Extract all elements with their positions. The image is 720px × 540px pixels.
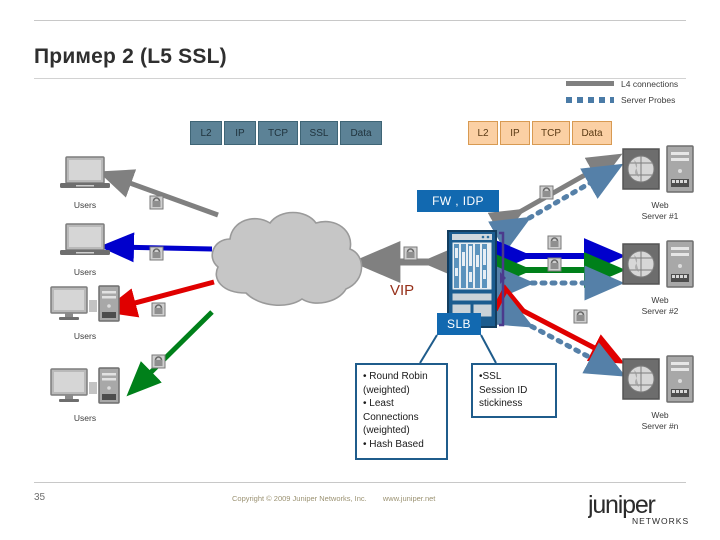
legend-item-probes: Server Probes xyxy=(566,93,716,106)
server-group-1: Web Server #1 xyxy=(608,145,712,222)
logo-subtext: NETWORKS xyxy=(632,516,689,526)
juniper-logo: juniper NETWORKS xyxy=(588,491,689,526)
lock-icon xyxy=(547,235,562,250)
endpoint-users-3: Users xyxy=(42,284,128,341)
header-divider xyxy=(34,20,686,21)
footer-url[interactable]: www.juniper.net xyxy=(382,494,436,503)
web-server-icon xyxy=(622,355,694,403)
callout-line: • Hash Based xyxy=(363,438,424,450)
stack-cell-ssl: SSL xyxy=(300,121,338,145)
callout-line: Connections xyxy=(363,411,419,423)
client-protocol-stack: L2 IP TCP SSL Data xyxy=(190,121,384,145)
lock-icon xyxy=(149,195,164,210)
stack-cell-tcp: TCP xyxy=(258,121,298,145)
stack-cell-ip: IP xyxy=(224,121,256,145)
endpoint-users-1: Users xyxy=(42,155,128,210)
lock-icon xyxy=(573,309,588,324)
arrow-green-left xyxy=(126,310,214,397)
server-label-line2: Server #n xyxy=(641,421,679,431)
ssl-stickiness-callout: •SSL Session ID stickiness xyxy=(471,363,557,418)
server-label-line1: Web xyxy=(651,200,669,210)
network-cloud-icon xyxy=(211,211,363,307)
legend-label-l4: L4 connections xyxy=(621,78,679,89)
web-server-icon xyxy=(622,240,694,288)
probe-arrow-3 xyxy=(490,293,626,377)
vip-label: VIP xyxy=(390,282,415,299)
footer-divider xyxy=(34,482,686,483)
arrow-gray-left xyxy=(98,169,219,218)
endpoint-users-2: Users xyxy=(42,222,128,277)
server-group-3: Web Server #n xyxy=(608,355,712,432)
stack-cell-l2: L2 xyxy=(190,121,222,145)
web-server-icon xyxy=(622,145,694,193)
callout-line: Session ID xyxy=(479,384,528,396)
lock-icon xyxy=(151,302,166,317)
endpoint-label: Users xyxy=(73,331,97,341)
endpoint-label: Users xyxy=(73,413,97,423)
callout-line: (weighted) xyxy=(363,425,410,436)
server-group-2: Web Server #2 xyxy=(608,240,712,317)
endpoint-label: Users xyxy=(73,200,97,210)
endpoint-label: Users xyxy=(73,267,97,277)
page-title: Пример 2 (L5 SSL) xyxy=(34,45,227,68)
fw-idp-label: FW , IDP xyxy=(417,190,499,212)
stack-cell-tcp: TCP xyxy=(532,121,570,145)
logo-wordmark: juniper xyxy=(588,491,656,519)
legend-swatch-dotted-icon xyxy=(566,96,614,103)
callout-line: (weighted) xyxy=(363,384,410,396)
lock-icon xyxy=(151,354,166,369)
stack-cell-data: Data xyxy=(340,121,382,145)
footer-copyright: Copyright © 2009 Juniper Networks, Inc. … xyxy=(232,494,435,503)
server-label-line2: Server #1 xyxy=(641,211,679,221)
callout-line: •SSL xyxy=(479,371,502,382)
stack-cell-l2: L2 xyxy=(468,121,498,145)
chassis-bracket xyxy=(499,231,506,327)
stack-cell-data: Data xyxy=(572,121,612,145)
load-balancer-chassis-icon xyxy=(447,230,497,328)
stack-cell-ip: IP xyxy=(500,121,530,145)
server-protocol-stack: L2 IP TCP Data xyxy=(468,121,614,145)
copyright-text: Copyright © 2009 Juniper Networks, Inc. xyxy=(232,494,367,503)
probe-arrow-1 xyxy=(488,163,624,252)
lock-icon xyxy=(547,257,562,272)
desktop-icon xyxy=(50,285,120,322)
endpoint-users-4: Users xyxy=(42,366,128,423)
desktop-icon xyxy=(50,367,120,404)
page-number: 35 xyxy=(34,492,46,503)
laptop-icon xyxy=(60,156,110,188)
legend-item-l4: L4 connections xyxy=(566,77,716,90)
arrow-blue-left xyxy=(99,232,213,263)
lock-icon xyxy=(403,246,418,261)
legend: L4 connections Server Probes xyxy=(566,77,716,109)
laptop-icon xyxy=(60,223,110,255)
legend-label-probes: Server Probes xyxy=(621,94,676,105)
arrow-red-left xyxy=(101,279,215,318)
lock-icon xyxy=(539,185,554,200)
callout-line: stickiness xyxy=(479,398,523,409)
server-label-line1: Web xyxy=(651,410,669,420)
server-label-line1: Web xyxy=(651,295,669,305)
slb-label: SLB xyxy=(437,313,481,335)
callout-line: • Least xyxy=(363,398,394,409)
title-divider xyxy=(34,78,686,79)
server-label-line2: Server #2 xyxy=(641,306,679,316)
load-balancing-methods-callout: • Round Robin (weighted) • Least Connect… xyxy=(355,363,448,460)
callout-line: • Round Robin xyxy=(363,371,428,382)
legend-swatch-solid-icon xyxy=(566,81,614,86)
lock-icon xyxy=(149,246,164,261)
